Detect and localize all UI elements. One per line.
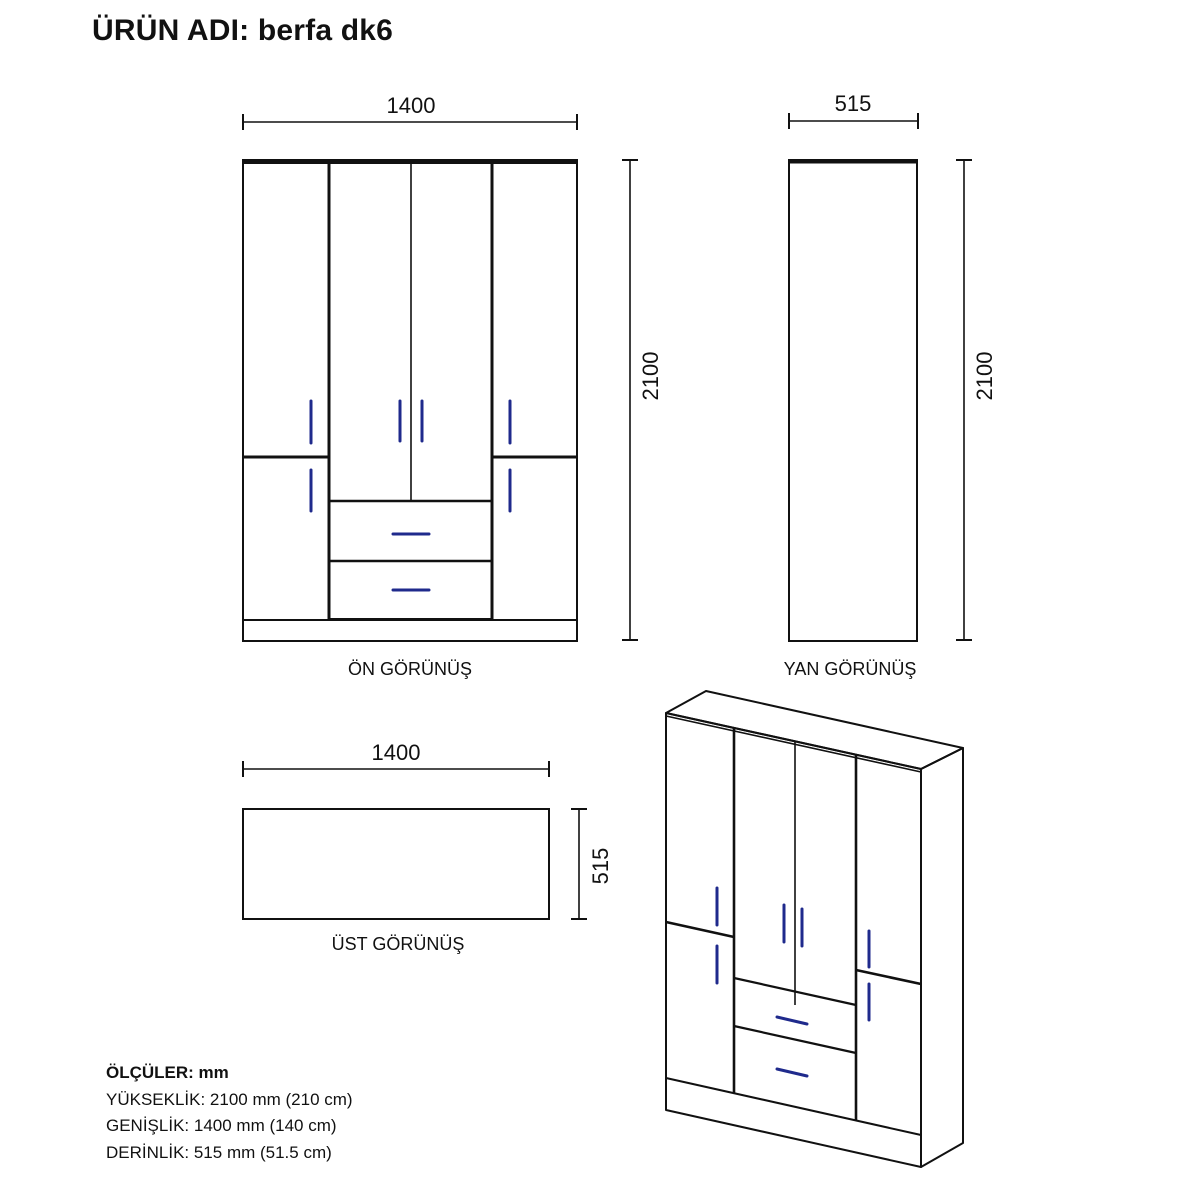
isometric-view (665, 690, 964, 1168)
side-height-dimension (956, 159, 972, 641)
front-height-dimension (622, 159, 638, 641)
top-width-label: 1400 (372, 740, 421, 765)
specs-header: ÖLÇÜLER: mm (106, 1063, 229, 1082)
product-title: ÜRÜN ADI: berfa dk6 (92, 14, 394, 47)
specs-depth: DERİNLİK: 515 mm (51.5 cm) (106, 1142, 332, 1162)
front-handles (309, 399, 512, 592)
iso-handle-drawer-1 (775, 1015, 809, 1026)
iso-side-face (920, 747, 964, 1168)
side-depth-label: 515 (835, 91, 872, 116)
front-view (242, 114, 638, 642)
top-width-dimension (242, 761, 550, 777)
top-cabinet-outline (242, 808, 550, 920)
side-view-label: YAN GÖRÜNÜŞ (784, 659, 917, 679)
dimensions-specs: ÖLÇÜLER: mm YÜKSEKLİK: 2100 mm (210 cm) … (106, 1060, 353, 1166)
front-width-label: 1400 (387, 93, 436, 118)
top-depth-label: 515 (588, 848, 613, 885)
iso-handle-drawer-2 (775, 1067, 809, 1078)
front-width-dimension (242, 114, 578, 130)
side-height-label: 2100 (972, 352, 997, 401)
side-view (788, 113, 972, 642)
front-cabinet-outline (242, 159, 578, 642)
isometric-handles (715, 886, 871, 1078)
front-view-label: ÖN GÖRÜNÜŞ (348, 659, 472, 679)
side-cabinet-outline (788, 159, 918, 642)
specs-width: GENİŞLİK: 1400 mm (140 cm) (106, 1116, 337, 1135)
iso-front-face (665, 712, 922, 1168)
top-view-label: ÜST GÖRÜNÜŞ (332, 934, 465, 954)
side-depth-dimension (788, 113, 919, 129)
front-height-label: 2100 (638, 352, 663, 401)
iso-top-face (665, 690, 964, 770)
top-depth-dimension (571, 808, 587, 920)
specs-height: YÜKSEKLİK: 2100 mm (210 cm) (106, 1089, 353, 1109)
top-view (242, 761, 587, 920)
